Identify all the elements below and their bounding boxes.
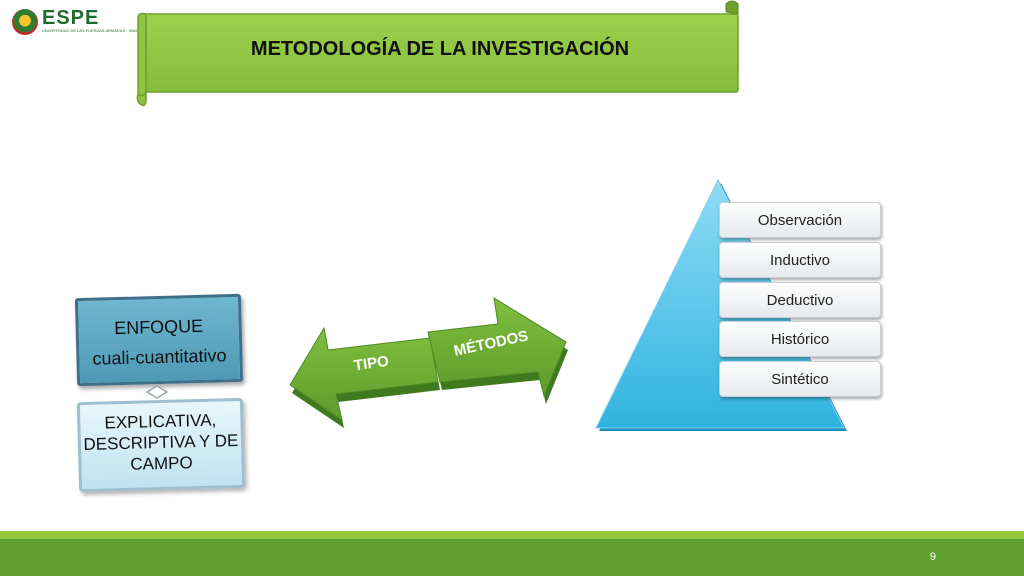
footer-stripe — [0, 531, 1024, 539]
enfoque-box: ENFOQUE cuali-cuantitativo — [74, 293, 244, 387]
logo-wordmark: ESPE — [42, 7, 100, 29]
method-item: Inductivo — [719, 242, 881, 278]
tipo-label: TIPO — [353, 353, 390, 375]
footer-bar: 9 — [0, 539, 1024, 576]
metodos-arrow-shape — [427, 297, 568, 404]
method-item: Deductivo — [719, 282, 881, 318]
method-item: Histórico — [719, 321, 881, 357]
title-banner: METODOLOGÍA DE LA INVESTIGACIÓN — [0, 0, 1024, 110]
espe-logo: ESPE UNIVERSIDAD DE LAS FUERZAS ARMADAS … — [12, 7, 197, 38]
slide-title: METODOLOGÍA DE LA INVESTIGACIÓN — [250, 38, 630, 60]
connector-diamond-icon — [145, 385, 169, 399]
scroll-banner-shape — [136, 0, 739, 107]
logo-tagline: UNIVERSIDAD DE LAS FUERZAS ARMADAS · INN… — [42, 28, 198, 33]
explicativa-box: EXPLICATIVA, DESCRIPTIVA Y DE CAMPO — [76, 397, 246, 493]
tipo-arrow-shape — [289, 326, 440, 428]
enfoque-subtitle: cuali-cuantitativo — [92, 345, 227, 369]
university-seal-icon — [12, 9, 38, 35]
enfoque-heading: ENFOQUE — [113, 315, 204, 339]
method-item: Sintético — [719, 361, 881, 397]
page-number: 9 — [929, 551, 936, 563]
method-item: Observación — [719, 202, 881, 238]
tipo-metodos-arrows: TIPO MÉTODOS — [289, 297, 568, 428]
